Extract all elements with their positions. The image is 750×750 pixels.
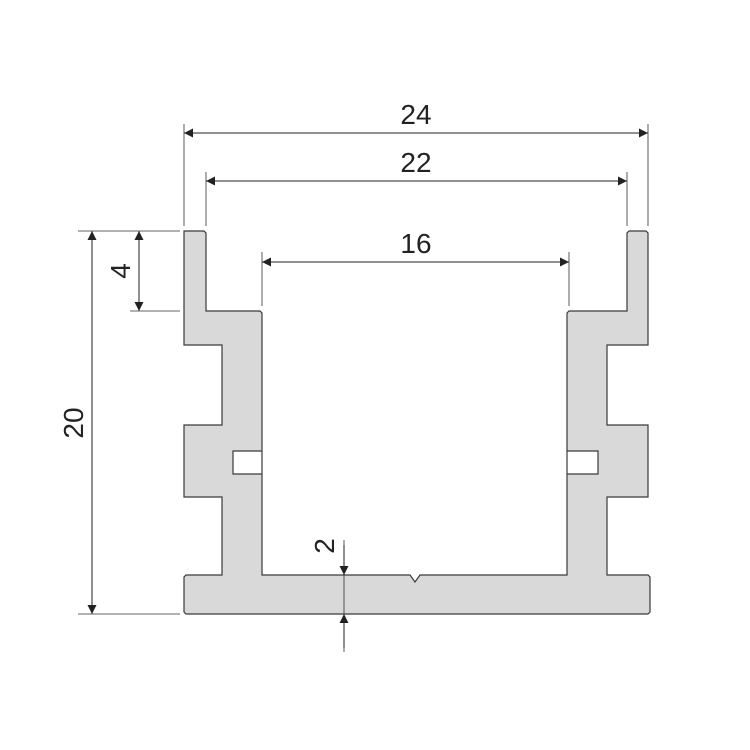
aluminium-profile-section <box>183 230 651 615</box>
dimension-label-inner-top-width: 22 <box>400 147 431 178</box>
dimension-label-overall-width: 24 <box>400 99 431 130</box>
dimension-label-base-thickness: 2 <box>309 538 340 554</box>
dimension-label-lip-height: 4 <box>105 263 136 279</box>
dimension-label-channel-width: 16 <box>400 228 431 259</box>
dimension-label-overall-height: 20 <box>58 407 89 438</box>
